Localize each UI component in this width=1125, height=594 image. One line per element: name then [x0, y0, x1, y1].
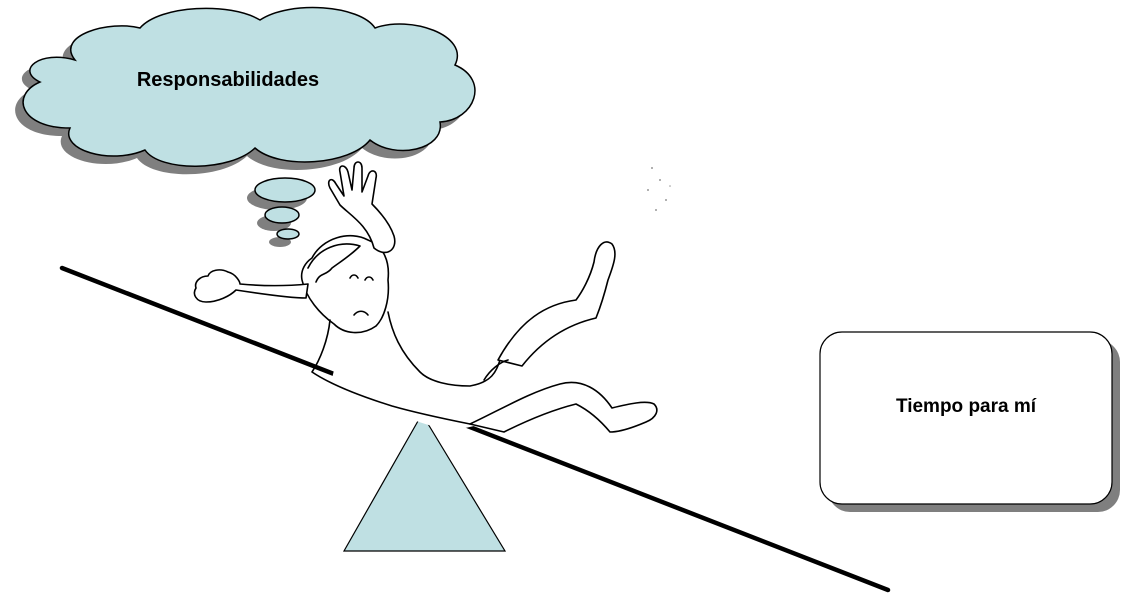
thought-cloud-label: Responsabilidades: [137, 69, 319, 91]
person-eye-left: [349, 274, 359, 279]
person-kicking-leg: [469, 381, 658, 433]
person-raised-leg: [497, 241, 616, 367]
person-left-arm: [193, 269, 309, 303]
person-head: [300, 234, 390, 334]
thought-bubble-medium: [264, 206, 300, 224]
person-hair: [307, 243, 361, 283]
seesaw-fulcrum: [342, 412, 507, 552]
thought-bubble-small: [276, 228, 300, 240]
person-torso: [387, 311, 501, 387]
seesaw-plank: [59, 265, 891, 593]
cloud-body: [22, 6, 476, 167]
person-hip-line: [483, 359, 509, 381]
person-eye-right: [364, 276, 374, 281]
time-box-label: Tiempo para mí: [896, 396, 1037, 417]
person-raised-arm: [327, 161, 396, 254]
thought-bubble-large: [254, 177, 316, 203]
person-mouth: [353, 310, 369, 316]
falling-person-icon: [193, 161, 658, 433]
noise-speck: [647, 167, 671, 211]
time-box: [819, 331, 1113, 505]
person-back: [311, 319, 471, 425]
thought-cloud: Responsabilidades: [22, 6, 476, 240]
